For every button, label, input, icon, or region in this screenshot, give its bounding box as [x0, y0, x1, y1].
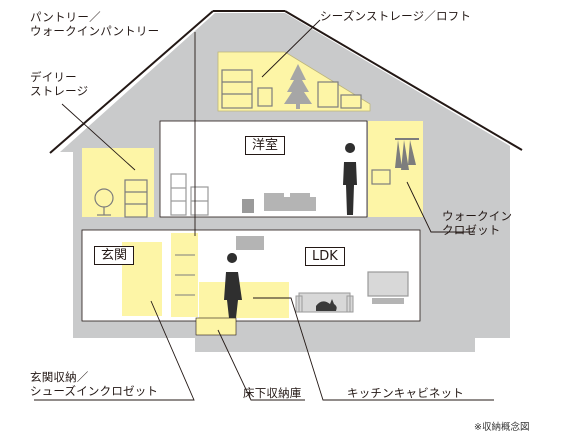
person-icon [343, 143, 357, 215]
roof-left-line [49, 10, 214, 154]
bookshelf-icon [170, 173, 209, 216]
fan-icon [94, 188, 114, 216]
kitchen-cabinet-label: キッチンキャビネット [347, 386, 464, 400]
tv-icon [367, 271, 409, 304]
cat-icon [316, 299, 337, 311]
daily-storage-label: デイリー ストレージ [30, 70, 88, 98]
foundation-block [195, 338, 245, 352]
pantry-shelves [175, 254, 195, 296]
pantry-label-line2: ウォークインパントリー [30, 24, 160, 38]
pantry-label: パントリー／ ウォークインパントリー [30, 10, 159, 38]
concept-note: ※収納概念図 [474, 422, 530, 433]
season-storage-label: シーズンストレージ／ロフト [320, 9, 472, 23]
entrance-label: 玄関 [94, 246, 135, 265]
christmas-tree-icon [284, 64, 312, 104]
range-hood-icon [236, 236, 264, 250]
walk-in-closet-space [368, 121, 423, 217]
walk-in-closet-label: ウォークイン クロゼット [442, 209, 512, 237]
entrance-storage-label-line1: 玄関収納／ [30, 370, 89, 384]
shelf-icon [124, 179, 148, 218]
underfloor-storage-label: 床下収納庫 [243, 386, 302, 400]
underfloor-storage-space [195, 317, 237, 336]
bed-icon [264, 193, 316, 211]
pantry-label-line1: パントリー／ [30, 10, 101, 24]
walk-in-closet-label-line1: ウォークイン [442, 209, 513, 223]
entrance-storage-label-line2: シューズインクロゼット [30, 384, 159, 398]
leader-lines [34, 19, 494, 401]
walk-in-closet-label-line2: クロゼット [442, 223, 501, 237]
daily-storage-label-line2: ストレージ [30, 84, 89, 98]
roof-right-line [284, 10, 523, 151]
woman-icon [224, 253, 242, 318]
hanging-clothes-icon [395, 138, 419, 170]
nightstand-icon [242, 199, 254, 213]
loft-boxes [221, 69, 362, 109]
ldk-label: LDK [305, 247, 345, 266]
daily-storage-label-line1: デイリー [30, 70, 77, 84]
entrance-storage-label: 玄関収納／ シューズインクロゼット [30, 370, 158, 398]
western-room-label: 洋室 [245, 136, 286, 155]
kitchen-cabinet-space [199, 282, 289, 318]
daily-storage-space [82, 148, 154, 217]
